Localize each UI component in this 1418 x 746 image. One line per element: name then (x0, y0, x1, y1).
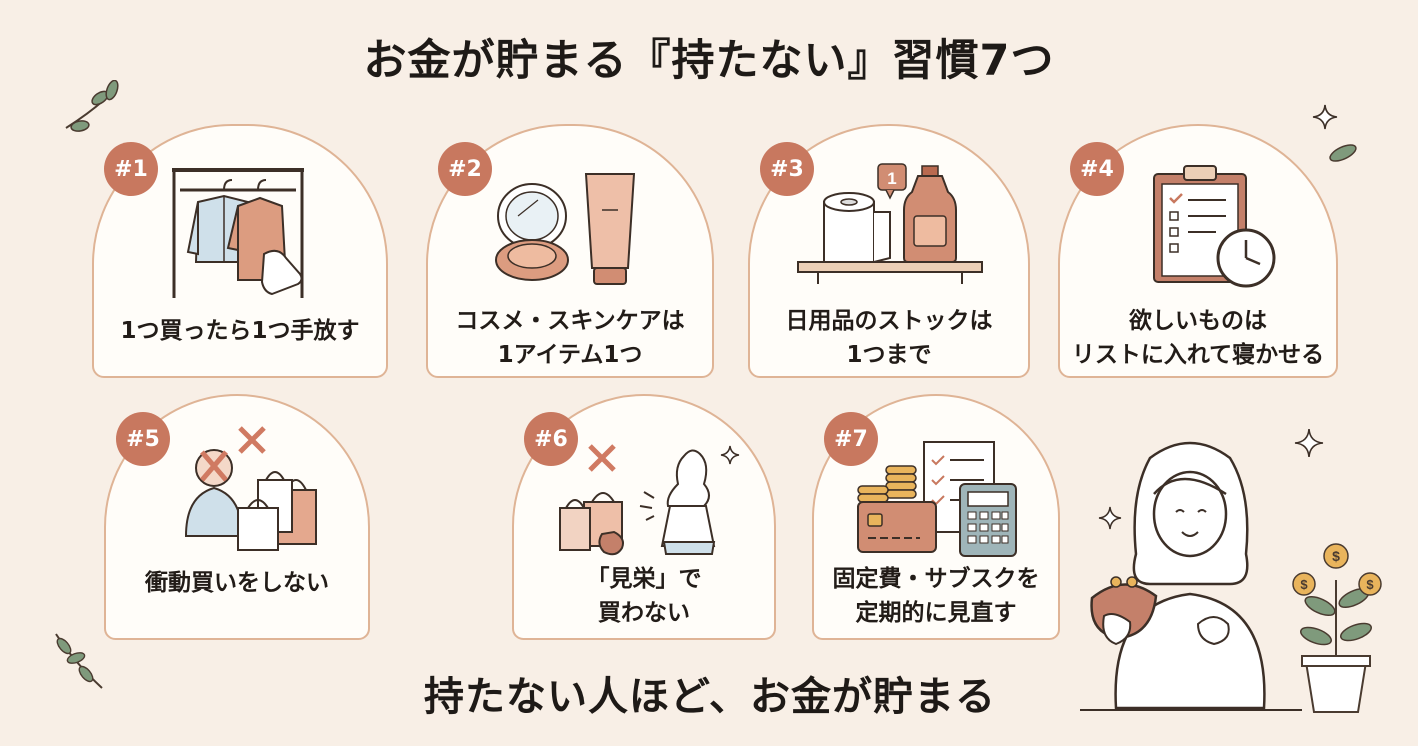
habit-number-badge: #4 (1070, 142, 1124, 196)
page-title: お金が貯まる『持たない』習慣7つ (363, 36, 1055, 86)
sparkle-icon (1294, 428, 1324, 458)
habit-label: 1つ買ったら1つ手放す (120, 318, 360, 344)
svg-text:$: $ (1300, 577, 1308, 592)
habit-number-badge: #5 (116, 412, 170, 466)
habit-number-badge: #6 (524, 412, 578, 466)
leaf-sprig-icon (55, 633, 103, 689)
habit-card-7: #7 固定費・サブスクを 定期的に見直す (812, 394, 1060, 640)
svg-text:$: $ (1332, 548, 1340, 564)
habit-card-4: #4 欲しいものは リストに入れて寝かせる (1058, 124, 1338, 378)
habit-label: 欲しいものは リストに入れて寝かせる (1071, 308, 1325, 368)
habit-card-3: #3 1 日用品のストックは 1つまで (748, 124, 1030, 378)
toilet-paper-bottle-icon: 1 (797, 163, 983, 284)
money-plant-icon: $ $ $ (1292, 543, 1382, 713)
habit-card-5: #5 衝動買いをしない (104, 394, 370, 640)
habit-label: 固定費・サブスクを 定期的に見直す (832, 566, 1040, 626)
habit-number-badge: #7 (824, 412, 878, 466)
compact-tube-icon (495, 173, 636, 285)
coins-card-calculator-icon (857, 441, 1017, 557)
shopping-bags-cross-icon (184, 426, 317, 551)
habit-number-badge: #3 (760, 142, 814, 196)
habit-label: 「見栄」で 買わない (586, 566, 702, 626)
closet-hangers-icon (172, 168, 304, 298)
habit-label: 日用品のストックは 1つまで (785, 308, 993, 368)
tagline: 持たない人ほど、お金が貯まる (424, 674, 996, 720)
habit-card-1: #1 1つ買ったら1つ手放す (92, 124, 388, 378)
habit-label: 衝動買いをしない (145, 570, 329, 596)
woman-with-purse-illustration (1080, 441, 1302, 711)
stock-count-text: 1 (887, 169, 896, 188)
woman-bags-cross-icon (559, 444, 740, 556)
leaf-icon (1329, 144, 1357, 162)
svg-text:$: $ (1366, 577, 1374, 592)
sparkle-icon (1098, 506, 1122, 530)
habit-label: コスメ・スキンケアは 1アイテム1つ (455, 308, 685, 368)
sparkle-icon (1312, 104, 1338, 130)
habit-number-badge: #2 (438, 142, 492, 196)
leaf-sprig-icon (65, 80, 119, 132)
clipboard-clock-icon (1153, 165, 1276, 288)
habit-number-badge: #1 (104, 142, 158, 196)
habit-card-6: #6 「見栄」で 買わない (512, 394, 776, 640)
habit-card-2: #2 コスメ・スキンケアは 1アイテム1つ (426, 124, 714, 378)
